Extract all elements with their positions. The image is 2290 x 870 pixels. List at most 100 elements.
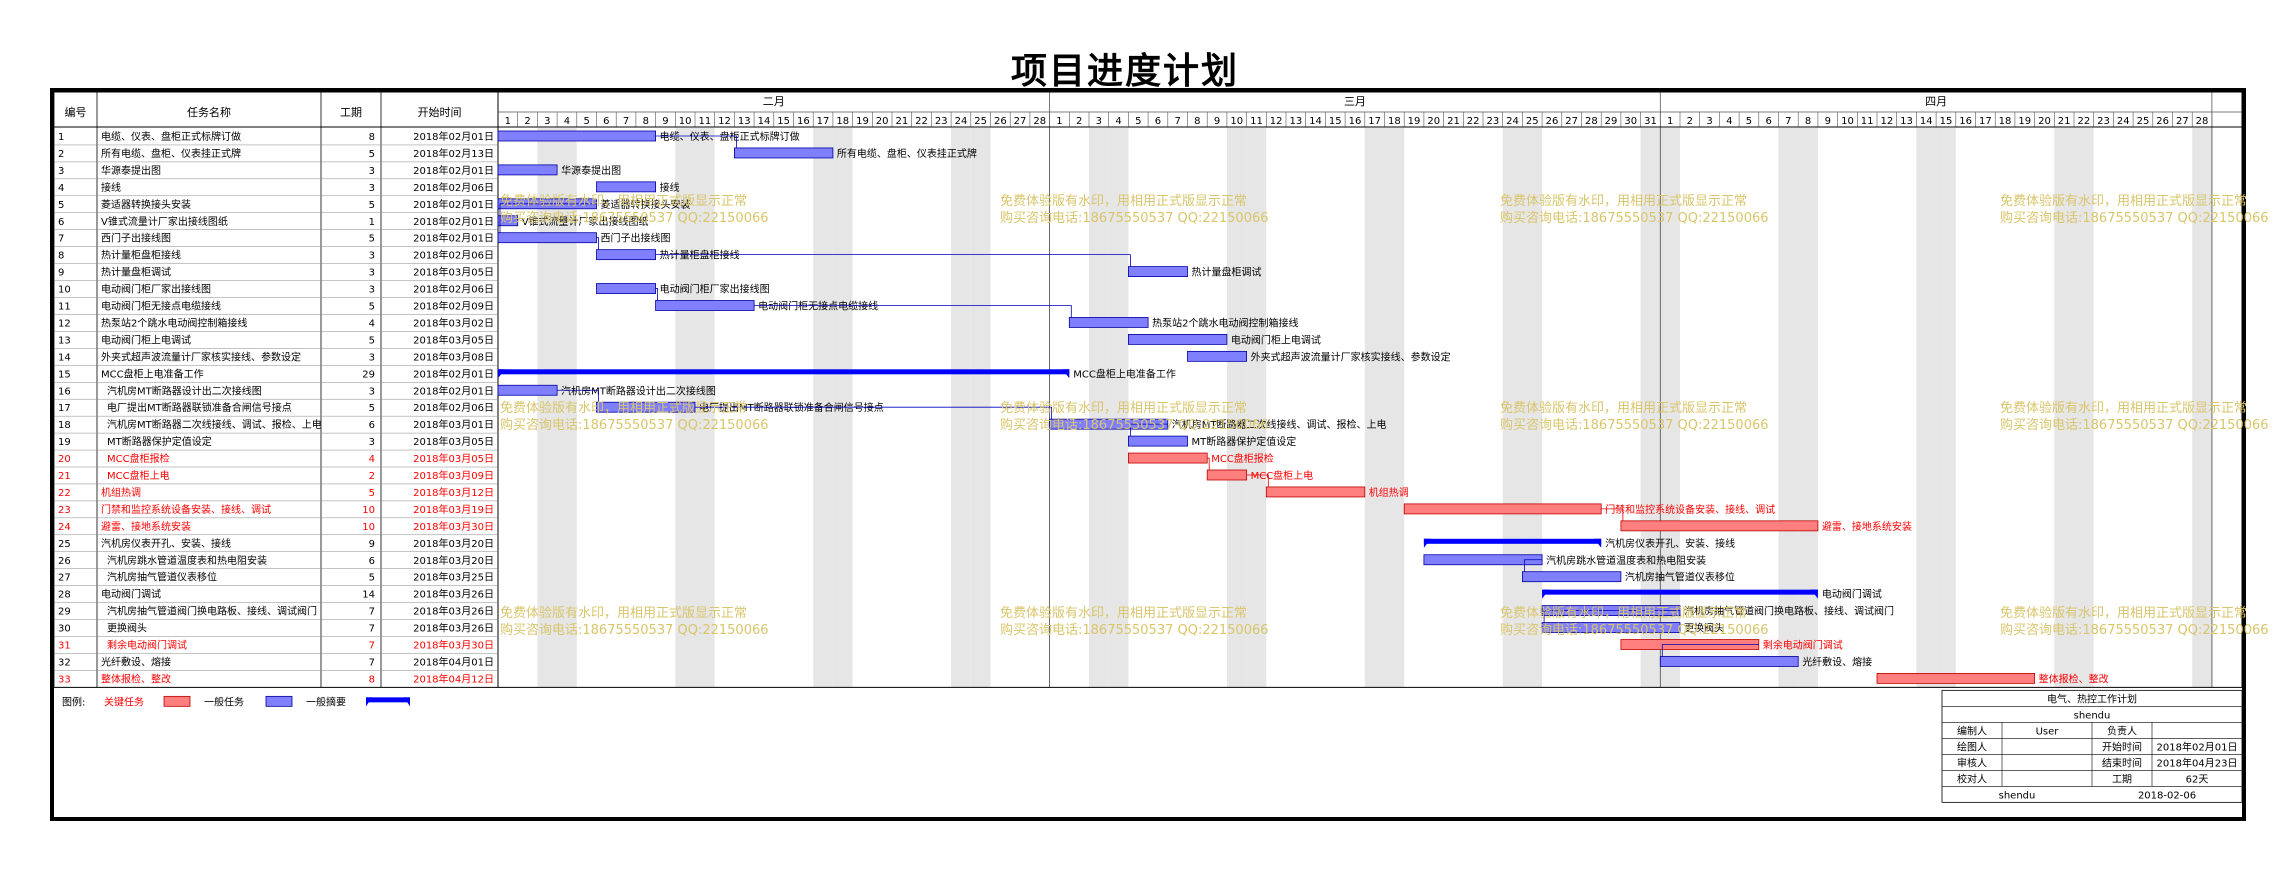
day-label: 26 [1546, 116, 1559, 127]
day-label: 3 [1706, 116, 1712, 127]
task-start: 2018年02月01日 [413, 198, 494, 211]
bar-label: MCC盘柜上电 [1251, 469, 1314, 482]
weekend-shade [1384, 128, 1405, 688]
weekend-shade [813, 128, 833, 688]
info-org: shendu [2074, 710, 2111, 721]
task-name: MCC盘柜上电准备工作 [101, 367, 204, 380]
day-label: 23 [935, 116, 948, 127]
critical-task-bar [1876, 673, 2036, 684]
day-label: 8 [1805, 116, 1811, 127]
summary-cap-left [1542, 589, 1550, 599]
task-name: 菱适器转换接头安装 [101, 198, 191, 211]
task-bar [1068, 317, 1149, 328]
task-name: 机组热调 [101, 486, 141, 499]
day-label: 21 [895, 116, 908, 127]
weekend-shade [1916, 128, 1937, 688]
day-label: 26 [2156, 116, 2169, 127]
task-start: 2018年03月01日 [413, 418, 494, 431]
bar-label: 光纤敷设、熔接 [1802, 655, 1872, 668]
task-id: 29 [58, 607, 71, 618]
weekend-shade [1108, 128, 1129, 688]
column-header: 任务名称 [187, 105, 231, 119]
task-name: 电动阀门柜厂家出接线图 [101, 283, 211, 296]
weekend-shade [832, 128, 853, 688]
weekend-shade [1246, 128, 1267, 688]
task-start: 2018年03月12日 [413, 486, 494, 499]
task-start: 2018年03月20日 [413, 554, 494, 567]
task-name: 光纤敷设、熔接 [101, 655, 171, 668]
day-label: 28 [2196, 116, 2209, 127]
day-label: 10 [1230, 116, 1243, 127]
dependency-link [1524, 559, 1543, 572]
watermark-line2: 购买咨询电话:18675550537 QQ:22150066 [2000, 210, 2269, 226]
day-label: 8 [1194, 116, 1200, 127]
bar-label: 汽机房MT断路器二次线接线、调试、报检、上电 [1172, 418, 1387, 431]
watermark-line2: 购买咨询电话:18675550537 QQ:22150066 [1500, 210, 1769, 226]
task-duration: 5 [369, 488, 375, 499]
day-label: 28 [1033, 116, 1046, 127]
task-duration: 5 [369, 403, 375, 414]
day-label: 1 [505, 116, 511, 127]
task-start: 2018年03月26日 [413, 588, 494, 601]
task-name: 门禁和监控系统设备安装、接线、调试 [101, 503, 271, 516]
critical-task-bar [1128, 452, 1208, 464]
task-duration: 3 [369, 386, 375, 397]
month-label: 四月 [1925, 95, 1947, 108]
dependency-link [557, 389, 599, 403]
info-cell: 绘图人 [1957, 740, 1987, 753]
critical-task-bar [1620, 520, 1819, 532]
legend-task-swatch [265, 695, 293, 707]
task-duration: 3 [369, 268, 375, 279]
watermark-line1: 免费体验版有水印，用相用正式版显示正常 [1000, 605, 1247, 621]
task-duration: 7 [369, 607, 375, 618]
task-id: 24 [58, 522, 71, 533]
task-duration: 5 [369, 573, 375, 584]
task-start: 2018年03月19日 [413, 503, 494, 516]
task-id: 31 [58, 641, 71, 652]
task-name: 华源泰提出图 [101, 164, 161, 177]
day-label: 23 [1486, 116, 1499, 127]
legend-critical-label: 关键任务 [104, 695, 144, 708]
day-label: 22 [1467, 116, 1480, 127]
task-duration: 14 [362, 590, 375, 601]
bar-label: 电动阀门柜厂家出接线图 [660, 283, 770, 296]
bar-label: MCC盘柜报检 [1211, 452, 1274, 465]
task-id: 20 [58, 454, 71, 465]
task-duration: 5 [369, 234, 375, 245]
dependency-link [655, 288, 658, 301]
day-label: 24 [955, 116, 968, 127]
task-name: 更换阀头 [107, 622, 147, 635]
task-id: 27 [58, 573, 71, 584]
info-cell: 开始时间 [2102, 740, 2142, 753]
task-id: 5 [58, 200, 64, 211]
task-id: 21 [58, 471, 71, 482]
day-label: 5 [583, 116, 589, 127]
bar-label: 接线 [660, 181, 680, 194]
task-id: 12 [58, 318, 71, 329]
day-label: 17 [1979, 116, 1992, 127]
task-start: 2018年03月30日 [413, 520, 494, 533]
day-label: 30 [1624, 116, 1637, 127]
task-name: 汽机房抽气管道阀门换电路板、接线、调试阀门 [107, 605, 317, 618]
task-duration: 7 [369, 624, 375, 635]
day-label: 12 [718, 116, 731, 127]
watermark-line1: 免费体验版有水印，用相用正式版显示正常 [2000, 400, 2247, 416]
watermark-line2: 购买咨询电话:18675550537 QQ:22150066 [2000, 417, 2269, 433]
watermark-line2: 购买咨询电话:18675550537 QQ:22150066 [500, 622, 769, 638]
task-start: 2018年02月09日 [413, 300, 494, 313]
day-label: 13 [1289, 116, 1302, 127]
bar-label: 电动阀门柜上电调试 [1231, 333, 1321, 346]
column-header: 工期 [340, 106, 362, 119]
task-id: 33 [58, 674, 71, 685]
bar-label: 剩余电动阀门调试 [1763, 639, 1843, 652]
bar-label: 热计量柜盘柜接线 [660, 249, 740, 262]
day-label: 14 [1920, 116, 1933, 127]
task-duration: 3 [369, 285, 375, 296]
task-name: 汽机房抽气管道仪表移位 [107, 571, 217, 584]
summary-cap-left [498, 369, 505, 379]
day-label: 15 [1329, 116, 1342, 127]
task-id: 19 [58, 437, 71, 448]
task-name: 热泵站2个跳水电动阀控制箱接线 [101, 316, 247, 329]
bar-label: 电厂提出MT断路器联锁准备合闸信号接点 [699, 401, 884, 414]
task-duration: 6 [369, 556, 375, 567]
